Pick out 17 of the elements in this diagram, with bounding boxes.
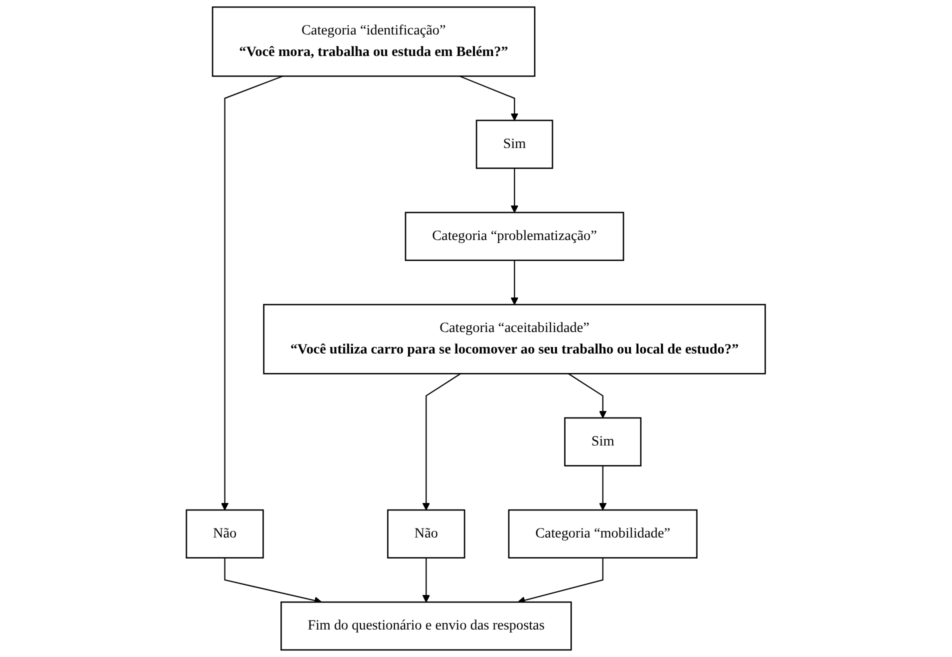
arrow	[568, 373, 607, 418]
arrow	[510, 260, 519, 305]
arrow	[510, 168, 519, 213]
node-box: Categoria “aceitabilidade” “Você utiliza carro para se locomover ao seu trabalho ou local de estudo?”	[263, 304, 766, 374]
node-box: Sim	[476, 120, 554, 169]
arrow	[422, 558, 430, 602]
arrow	[221, 76, 284, 510]
node-box: Não	[387, 509, 466, 558]
node-box: Sim	[564, 417, 642, 466]
node-box: Não	[186, 509, 264, 558]
arrow	[599, 466, 607, 510]
node-box: Categoria “mobilidade”	[508, 509, 698, 558]
arrow	[422, 373, 462, 510]
node-box: Fim do questionário e envio das respostas	[280, 601, 572, 651]
node-box: Categoria “problematização”	[405, 212, 624, 261]
node-box: Categoria “identificação” “Você mora, trabalha ou estuda em Belém?”	[212, 6, 536, 77]
arrow	[459, 76, 519, 121]
